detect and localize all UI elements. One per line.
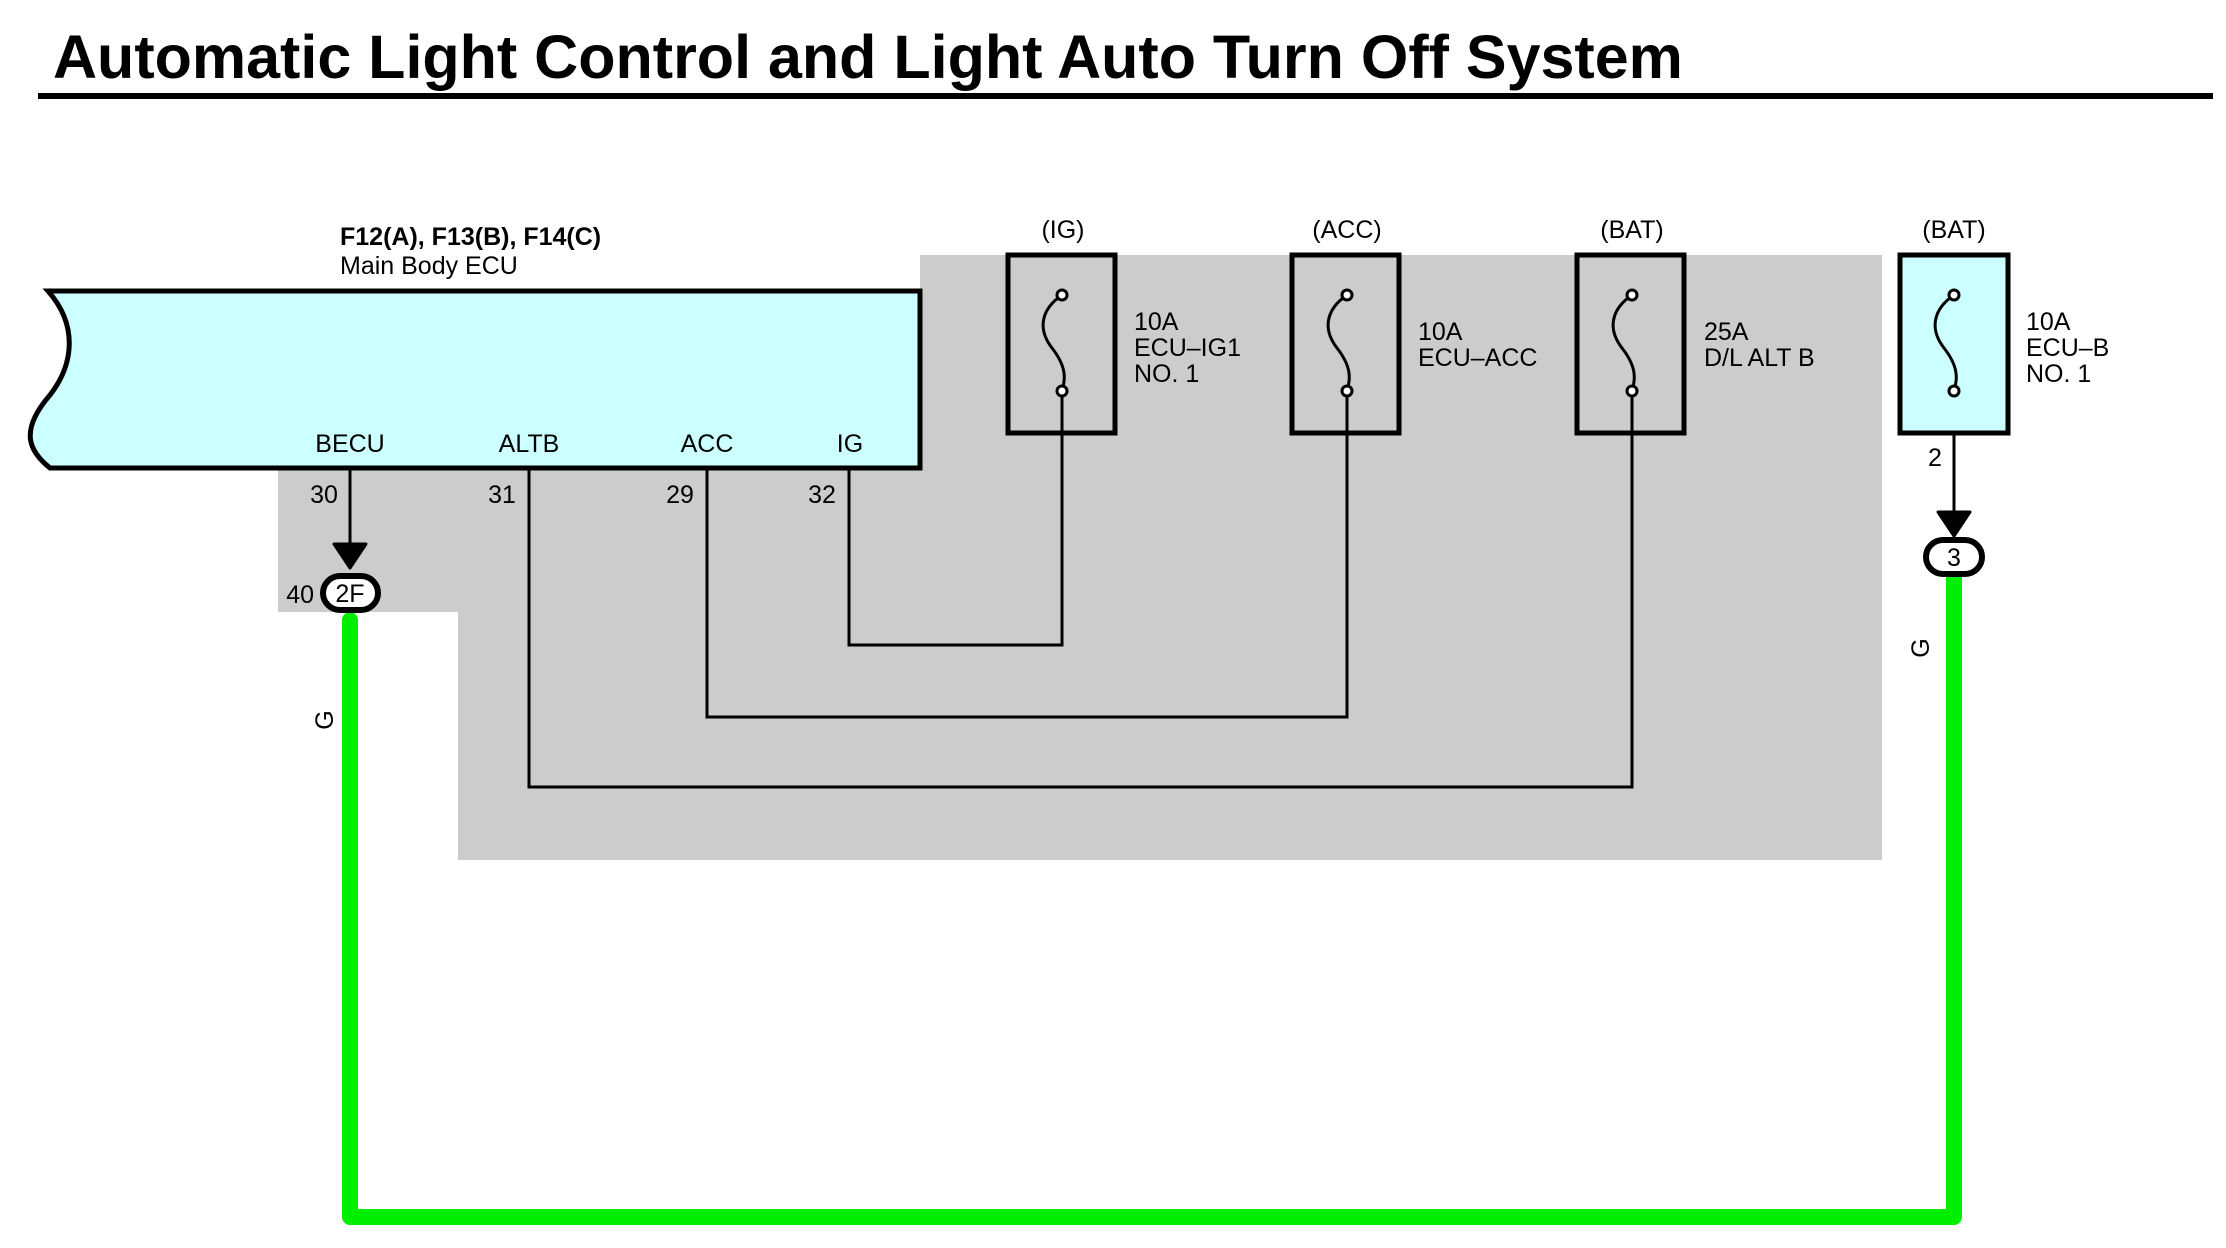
terminal-altb-label: ALTB — [499, 430, 560, 458]
fuse-ecu-ig1-name2: NO. 1 — [1134, 360, 1199, 388]
title-underline — [38, 93, 2213, 99]
junction-2f — [320, 573, 381, 613]
fuse-ecu-b-pin: 2 — [1928, 444, 1942, 472]
connector-arrow-3 — [1936, 510, 1972, 538]
fuse-ecu-acc-source: (ACC) — [1312, 216, 1381, 244]
fuse-terminal-icon — [1947, 384, 1961, 398]
shaded-area-lower — [458, 465, 920, 860]
terminal-becu-label: BECU — [315, 430, 384, 458]
junction-3 — [1923, 537, 1985, 577]
fuse-ecu-b-name2: NO. 1 — [2026, 360, 2091, 388]
fuse-icon — [1611, 293, 1636, 392]
fuse-terminal-icon — [1055, 384, 1069, 398]
junction-2f-pin: 40 — [286, 581, 314, 609]
fuse-dl-alt-b-source: (BAT) — [1600, 216, 1663, 244]
terminal-ig-label: IG — [837, 430, 863, 458]
fuse-ecu-acc-rating: 10A — [1418, 318, 1463, 346]
fuse-ecu-ig1-rating: 10A — [1134, 308, 1179, 336]
wire-ig — [847, 393, 1064, 647]
wire-color-label-right: G — [1907, 638, 1935, 657]
fuse-ecu-ig1-name: ECU–IG1 — [1134, 334, 1241, 362]
ecu-connectors-label: F12(A), F13(B), F14(C) — [340, 223, 601, 251]
fuse-ecu-ig1-box — [1005, 252, 1118, 436]
terminal-ig-pin: 32 — [808, 481, 836, 509]
fuse-ecu-acc-box — [1289, 252, 1402, 436]
fuse-terminal-icon — [1055, 288, 1069, 302]
terminal-acc-pin: 29 — [666, 481, 694, 509]
fuse-ecu-acc: (ACC) 10A ECU–ACC — [1289, 216, 1537, 436]
wire-acc — [705, 393, 1349, 719]
fuse-dl-alt-b-name: D/L ALT B — [1704, 344, 1815, 372]
connector-arrow-2f — [332, 542, 368, 570]
fuse-dl-alt-b-rating: 25A — [1704, 318, 1749, 346]
fuse-ecu-b-box — [1897, 252, 2011, 436]
fuse-dl-alt-b-box — [1574, 252, 1687, 436]
page-title: Automatic Light Control and Light Auto T… — [53, 23, 1683, 91]
fuse-terminal-icon — [1340, 288, 1354, 302]
fuse-icon — [1041, 293, 1066, 392]
terminal-altb-pin: 31 — [488, 481, 516, 509]
fuse-ecu-b-name: ECU–B — [2026, 334, 2109, 362]
wire-altb — [527, 393, 1634, 789]
fuse-dl-alt-b: (BAT) 25A D/L ALT B — [1574, 216, 1815, 436]
fuse-ecu-acc-name: ECU–ACC — [1418, 344, 1537, 372]
fuse-terminal-icon — [1625, 384, 1639, 398]
fuse-ecu-b: (BAT) 10A ECU–B NO. 1 2 — [1897, 216, 2109, 472]
green-wire — [342, 570, 1962, 1225]
fuse-icon — [1326, 293, 1351, 392]
fuse-ecu-b-source: (BAT) — [1922, 216, 1985, 244]
fuse-ecu-b-rating: 10A — [2026, 308, 2071, 336]
fuse-icon — [1933, 293, 1958, 392]
junction-2f-label: 2F — [335, 580, 364, 608]
fuse-terminal-icon — [1340, 384, 1354, 398]
terminal-acc-label: ACC — [681, 430, 734, 458]
wire-color-label-left: G — [311, 710, 339, 729]
main-body-ecu-box — [27, 288, 923, 471]
fuse-terminal-icon — [1947, 288, 1961, 302]
terminal-becu-pin: 30 — [310, 481, 338, 509]
fuse-terminal-icon — [1625, 288, 1639, 302]
junction-3-label: 3 — [1947, 544, 1961, 572]
fuse-ecu-ig1-source: (IG) — [1041, 216, 1084, 244]
ecu-name-label: Main Body ECU — [340, 252, 518, 280]
fuse-ecu-ig1: (IG) 10A ECU–IG1 NO. 1 — [1005, 216, 1241, 436]
